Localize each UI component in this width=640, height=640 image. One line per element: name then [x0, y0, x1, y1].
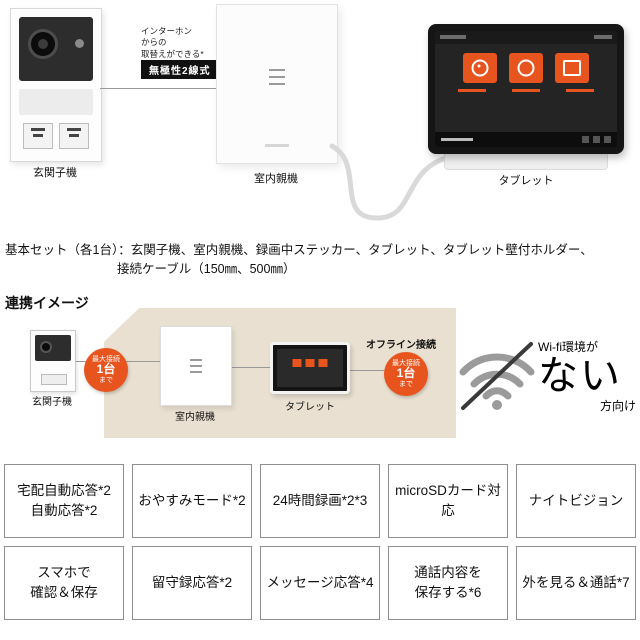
max-connect-badge: 最大接続 1台 まで	[384, 352, 428, 396]
badge-line: 最大接続	[92, 355, 120, 363]
linkage-title: 連携イメージ	[5, 295, 89, 311]
feature-cell: microSDカード対応	[388, 464, 508, 538]
linkage-main-unit-label: 室内親機	[175, 412, 215, 423]
sensor-led-icon	[75, 39, 84, 48]
camera-lens-icon	[28, 29, 58, 59]
button-caption-bar	[512, 89, 540, 92]
feature-cell: 通話内容を 保存する*6	[388, 546, 508, 620]
badge-line: 1台	[96, 362, 116, 377]
linkage-main-unit	[160, 326, 232, 406]
door-unit-camera-panel	[19, 17, 93, 81]
wiring-type-badge: 無極性2線式	[141, 60, 219, 79]
linkage-line-offline	[348, 370, 384, 371]
record-icon	[517, 59, 535, 77]
offline-connection-label: オフライン接続	[366, 340, 436, 351]
door-unit-speaker	[19, 89, 93, 115]
camera-lens-icon	[40, 341, 52, 353]
vent-line	[190, 365, 202, 367]
camera-icon	[563, 60, 581, 76]
main-unit-label: 室内親機	[254, 173, 298, 185]
wifi-text-block: Wi-fi環境が ない 方向け	[538, 338, 636, 414]
monitor-button	[555, 53, 589, 83]
badge-line: 最大接続	[392, 359, 420, 367]
door-unit-label: 玄関子機	[33, 167, 77, 179]
basic-set-line2: 接続ケーブル（150㎜、500㎜）	[117, 262, 296, 277]
main-unit-photo	[216, 4, 338, 164]
tablet-body	[428, 24, 624, 154]
feature-cell: おやすみモード*2	[132, 464, 252, 538]
door-unit-photo	[10, 8, 102, 162]
no-wifi-icon	[459, 342, 535, 410]
brand-mark	[265, 144, 289, 147]
wifi-text-line2: ない	[538, 354, 622, 398]
button-caption-bar	[458, 89, 486, 92]
badge-line: まで	[99, 376, 113, 384]
vent-line	[269, 76, 285, 78]
badge-line: 1台	[396, 366, 416, 381]
feature-cell: 24時間録画*2*3	[260, 464, 380, 538]
linkage-line-main-tablet	[230, 367, 272, 368]
replace-note: インターホン からの 取替えができる*	[141, 26, 204, 59]
wifi-text-line1: Wi-fi環境が	[538, 340, 598, 354]
features-grid: 宅配自動応答*2 自動応答*2 おやすみモード*2 24時間録画*2*3 mic…	[4, 464, 636, 620]
vent-line	[269, 69, 285, 71]
linkage-door-unit-label: 玄関子機	[32, 397, 72, 408]
max-connect-badge: 最大接続 1台 まで	[84, 348, 128, 392]
mini-button	[292, 359, 302, 367]
wiring-line	[100, 88, 216, 89]
basic-set-text: 基本セット（各1台）：玄関子機、室内親機、録画中ステッカー、タブレット、タブレッ…	[5, 241, 593, 280]
vent-line	[190, 371, 202, 373]
vent-line	[269, 83, 285, 85]
vent-line	[190, 359, 202, 361]
call-button	[463, 53, 497, 83]
door-unit-button	[41, 374, 67, 385]
feature-cell: 宅配自動応答*2 自動応答*2	[4, 464, 124, 538]
tablet-label: タブレット	[498, 175, 554, 187]
linkage-tablet-label: タブレット	[285, 402, 335, 413]
feature-cell: スマホで 確認＆保存	[4, 546, 124, 620]
button-caption-bar	[566, 89, 594, 92]
basic-set-line1: 基本セット（各1台）：玄関子機、室内親機、録画中ステッカー、タブレット、タブレッ…	[5, 243, 593, 257]
tablet-screen	[435, 31, 617, 147]
feature-cell: ナイトビジョン	[516, 464, 636, 538]
feature-cell: 外を見る＆通話*7	[516, 546, 636, 620]
wifi-text-line3: 方向け	[599, 399, 636, 413]
call-icon	[471, 59, 489, 77]
connection-cable	[329, 143, 449, 221]
badge-line: まで	[399, 380, 413, 388]
tablet-bottom-bar	[435, 132, 617, 147]
door-unit-button-right	[59, 123, 89, 149]
linkage-door-unit	[30, 330, 76, 392]
feature-cell: メッセージ応答*4	[260, 546, 380, 620]
linkage-tablet	[270, 342, 350, 394]
door-unit-button-left	[23, 123, 53, 149]
record-button	[509, 53, 543, 83]
tablet-status-bar	[435, 31, 617, 44]
mini-button	[318, 359, 328, 367]
tablet-photo	[428, 24, 624, 170]
feature-cell: 留守録応答*2	[132, 546, 252, 620]
tablet-screen	[277, 349, 343, 387]
mini-button	[305, 359, 315, 367]
